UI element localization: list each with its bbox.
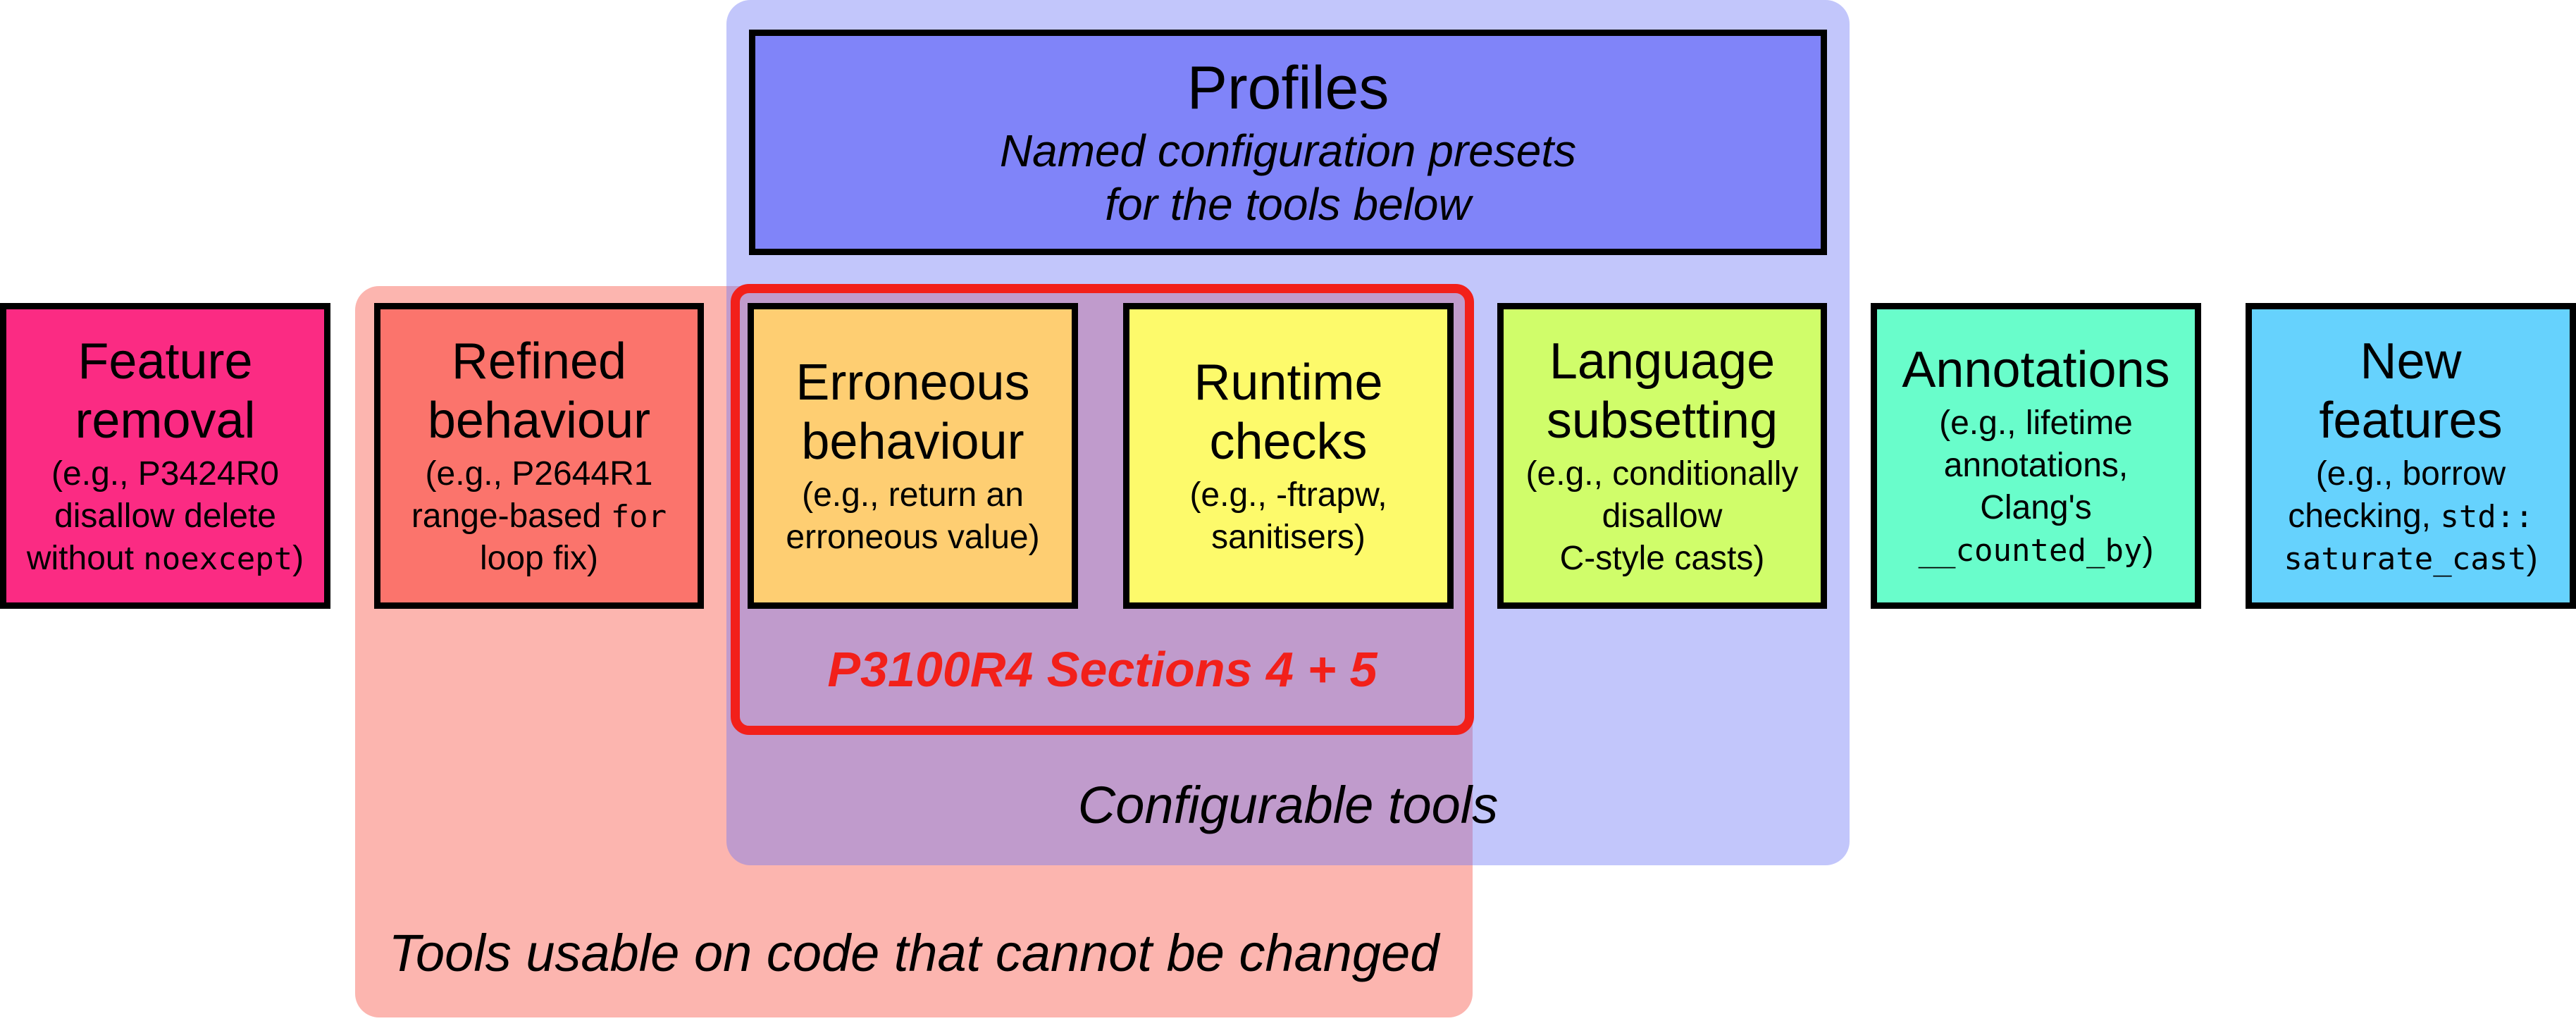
new-features-box: New features (e.g., borrow checking, std… [2246, 303, 2576, 609]
feature-removal-example: (e.g., P3424R0 disallow delete without n… [27, 453, 304, 580]
erroneous-behaviour-example-line2: erroneous value) [786, 519, 1040, 557]
feature-removal-example-line1: (e.g., P3424R0 [51, 455, 279, 493]
runtime-checks-example-line2: sanitisers) [1211, 519, 1366, 557]
annotations-example-close: ) [2142, 531, 2154, 569]
language-subsetting-example: (e.g., conditionally disallow C-style ca… [1526, 453, 1799, 580]
saturate-cast-code: saturate_cast [2284, 541, 2527, 578]
language-subsetting-example-line2: disallow [1602, 497, 1723, 536]
profiles-title: Profiles [1187, 54, 1389, 122]
annotations-example-line4: __counted_by) [1919, 529, 2154, 571]
new-features-example-text: checking, [2288, 497, 2441, 536]
feature-removal-example-line3: without noexcept) [27, 538, 304, 580]
feature-removal-box: Feature removal (e.g., P3424R0 disallow … [0, 303, 330, 609]
p3100r4-highlight-frame [731, 284, 1474, 735]
annotations-box: Annotations (e.g., lifetime annotations,… [1871, 303, 2201, 609]
noexcept-code: noexcept [143, 541, 293, 578]
language-subsetting-box: Language subsetting (e.g., conditionally… [1497, 303, 1827, 609]
profiles-subtitle-line1: Named configuration presets [999, 125, 1577, 176]
feature-removal-title-1: Feature [78, 333, 253, 390]
refined-behaviour-example-line3: loop fix) [479, 540, 599, 578]
annotations-example-line3: Clang's [1980, 489, 2092, 527]
for-code: for [610, 499, 667, 536]
runtime-checks-example-line1: (e.g., -ftrapw, [1189, 476, 1387, 514]
erroneous-behaviour-title-2: behaviour [801, 414, 1024, 470]
feature-removal-example-close: ) [292, 540, 304, 578]
refined-behaviour-example-line2: range-based for [411, 495, 667, 538]
refined-behaviour-box: Refined behaviour (e.g., P2644R1 range-b… [374, 303, 704, 609]
counted-by-code: __counted_by [1918, 533, 2143, 569]
new-features-example-line2: checking, std:: [2284, 495, 2537, 538]
std-code: std:: [2440, 499, 2534, 536]
new-features-title-1: New [2360, 333, 2462, 390]
runtime-checks-example: (e.g., -ftrapw, sanitisers) [1189, 474, 1387, 559]
p3100r4-sections-label: P3100R4 Sections 4 + 5 [827, 642, 1377, 697]
new-features-example-line3: saturate_cast) [2284, 538, 2537, 580]
profiles-box: Profiles Named configuration presets for… [749, 30, 1827, 255]
refined-behaviour-title-2: behaviour [427, 392, 651, 449]
new-features-example: (e.g., borrow checking, std:: saturate_c… [2284, 453, 2537, 580]
erroneous-behaviour-example-line1: (e.g., return an [802, 476, 1024, 514]
profiles-subtitle-line2: for the tools below [1105, 179, 1471, 230]
configurable-tools-label: Configurable tools [1077, 776, 1499, 834]
language-subsetting-title-2: subsetting [1546, 392, 1778, 449]
feature-removal-title-2: removal [75, 392, 256, 449]
erroneous-behaviour-title-1: Erroneous [795, 354, 1030, 411]
erroneous-behaviour-box: Erroneous behaviour (e.g., return an err… [748, 303, 1078, 609]
refined-behaviour-example: (e.g., P2644R1 range-based for loop fix) [411, 453, 667, 580]
runtime-checks-box: Runtime checks (e.g., -ftrapw, sanitiser… [1123, 303, 1454, 609]
erroneous-behaviour-example: (e.g., return an erroneous value) [786, 474, 1039, 559]
unchangeable-code-label: Tools usable on code that cannot be chan… [388, 924, 1439, 982]
runtime-checks-title-2: checks [1209, 414, 1368, 470]
annotations-example-line2: annotations, [1943, 447, 2129, 485]
refined-behaviour-example-line1: (e.g., P2644R1 [425, 455, 653, 493]
annotations-title: Annotations [1902, 341, 2170, 398]
feature-removal-example-line2: disallow delete [54, 497, 276, 536]
refined-behaviour-example-text: range-based [411, 497, 611, 536]
language-subsetting-example-line1: (e.g., conditionally [1525, 455, 1799, 493]
new-features-example-close: ) [2526, 540, 2538, 578]
annotations-example: (e.g., lifetime annotations, Clang's __c… [1919, 402, 2154, 571]
feature-removal-example-text: without [26, 540, 144, 578]
refined-behaviour-title-1: Refined [451, 333, 627, 390]
runtime-checks-title-1: Runtime [1194, 354, 1383, 411]
new-features-example-line1: (e.g., borrow [2315, 455, 2506, 493]
language-subsetting-example-line3: C-style casts) [1559, 540, 1765, 578]
new-features-title-2: features [2319, 392, 2503, 449]
language-subsetting-title-1: Language [1549, 333, 1776, 390]
annotations-example-line1: (e.g., lifetime [1939, 404, 2133, 443]
